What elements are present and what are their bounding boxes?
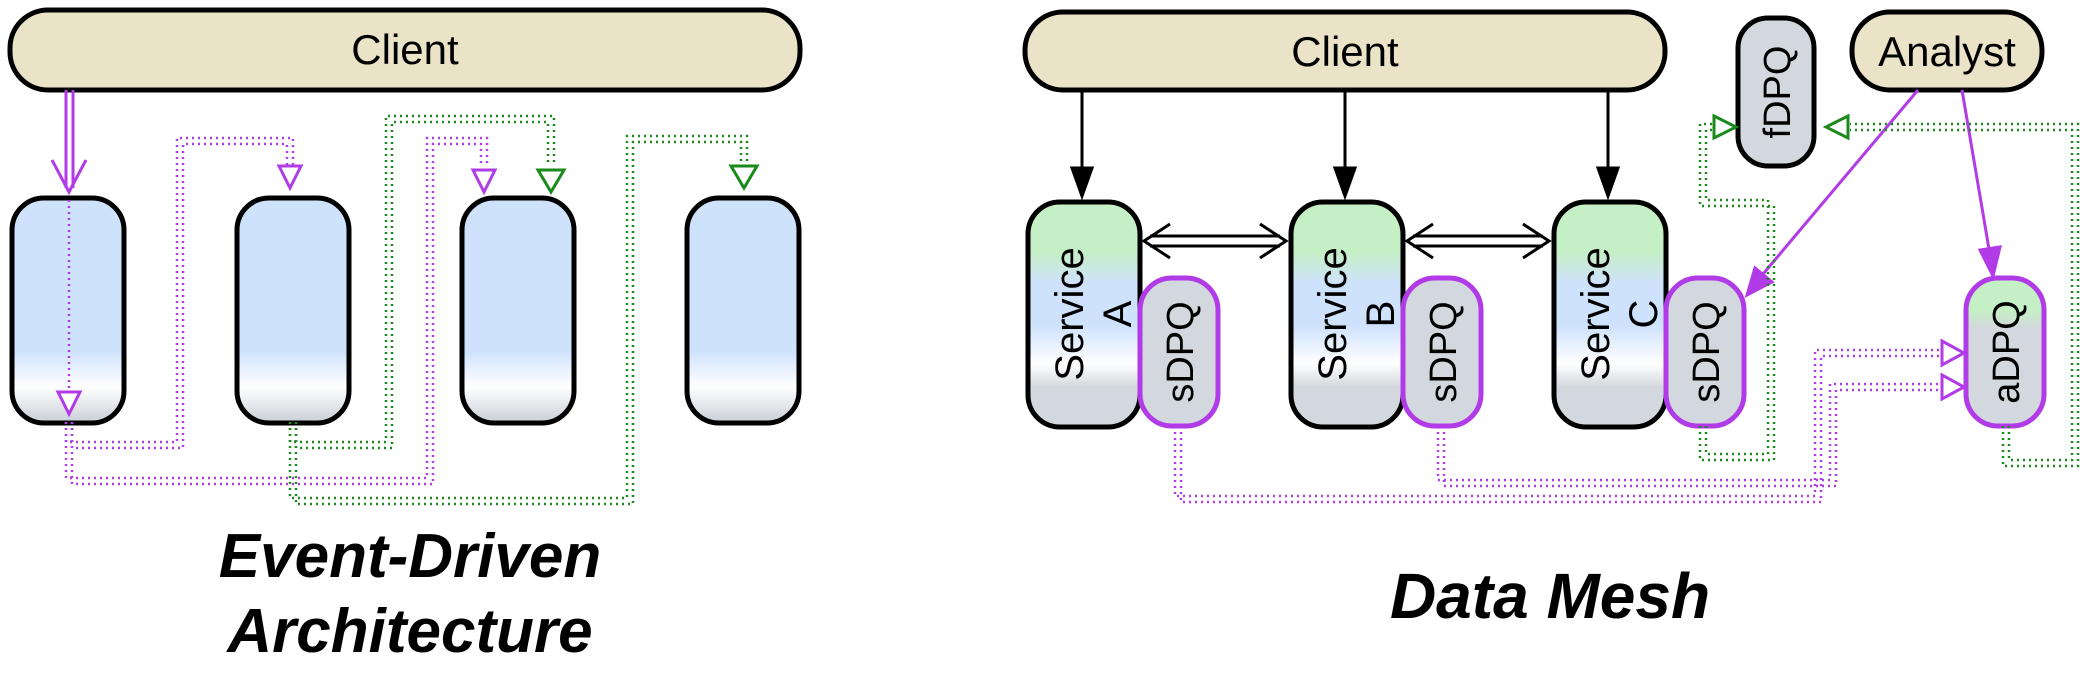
- service-box-4: [684, 195, 802, 426]
- arrowhead-service3-green: [535, 168, 567, 195]
- sdpq-a-box: [1137, 275, 1221, 429]
- adpq-box: [1963, 275, 2047, 429]
- service-box-2: [234, 195, 352, 426]
- arrowhead-service4-green: [728, 164, 760, 191]
- event-driven-panel: Client Event: [7, 7, 803, 666]
- arrowhead-service1-inner: [55, 390, 83, 418]
- service-a-label: Service: [1048, 247, 1092, 380]
- adpq-arrowhead-lower: [1940, 372, 1968, 402]
- adpq-arrowhead-upper: [1940, 338, 1968, 368]
- data-mesh-title: Data Mesh: [1390, 560, 1710, 632]
- service-c-label: Service: [1574, 247, 1618, 380]
- purple-mesh-paths: [1173, 348, 1940, 504]
- mesh-client-label: Client: [1291, 28, 1399, 75]
- service-a-letter: A: [1096, 300, 1140, 327]
- service-b-letter: B: [1359, 301, 1403, 328]
- fdpq-arrowhead-left: [1712, 113, 1740, 141]
- event-driven-title-line1: Event-Driven: [219, 522, 601, 591]
- event-driven-title-line2: Architecture: [225, 597, 592, 666]
- fdpq-arrowhead-right: [1822, 113, 1850, 141]
- client-request-arrow: [50, 90, 88, 196]
- analyst-box: [1849, 9, 2045, 93]
- purple-event-paths: [64, 136, 489, 486]
- green-mesh-paths: [1698, 122, 2080, 468]
- client-box: [7, 7, 803, 93]
- service-sync-arrows: [1141, 222, 1552, 260]
- fdpq-box: [1735, 15, 1817, 169]
- arrowhead-service3-purple: [470, 168, 498, 196]
- sdpq-a-label: sDPQ: [1160, 301, 1202, 402]
- analyst-query-arrows: [1744, 89, 2002, 298]
- service-box-1: [9, 195, 127, 426]
- green-event-paths: [288, 114, 749, 506]
- fdpq-label: fDPQ: [1757, 46, 1799, 139]
- analyst-label: Analyst: [1878, 28, 2016, 75]
- client-label: Client: [351, 26, 459, 73]
- arrowhead-service2: [276, 164, 304, 192]
- adpq-label: aDPQ: [1986, 300, 2028, 403]
- sdpq-c-label: sDPQ: [1686, 301, 1728, 402]
- service-box-3: [459, 195, 577, 426]
- client-to-service-arrows: [1069, 90, 1621, 201]
- service-c-letter: C: [1622, 300, 1666, 329]
- sdpq-b-box: [1400, 275, 1484, 429]
- sdpq-b-label: sDPQ: [1423, 301, 1465, 402]
- service-b-label: Service: [1311, 247, 1355, 380]
- data-mesh-panel: Client Analyst fDPQ Service A Service B …: [1022, 9, 2080, 632]
